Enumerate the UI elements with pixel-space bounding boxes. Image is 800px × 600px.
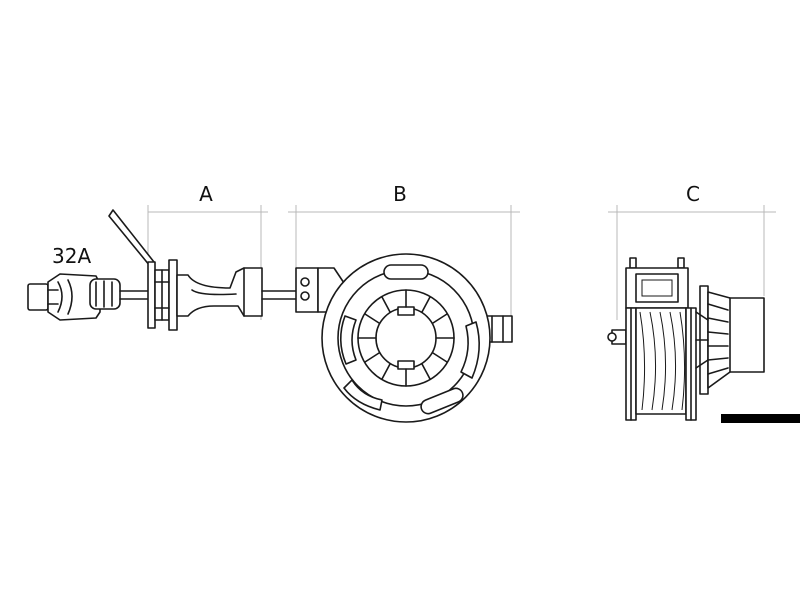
dimension-a-label: A bbox=[199, 182, 213, 206]
dimension-b-label: B bbox=[393, 182, 407, 206]
plug-rating-label: 32A bbox=[52, 244, 91, 268]
scale-bar bbox=[721, 414, 800, 423]
reel-front-view bbox=[321, 253, 491, 423]
reel-side-view bbox=[607, 257, 765, 421]
dimension-c bbox=[608, 205, 776, 320]
plug-connector bbox=[27, 273, 121, 321]
dimension-c-label: C bbox=[686, 182, 700, 206]
dimension-b bbox=[288, 205, 520, 318]
socket-assembly bbox=[147, 259, 297, 331]
cable bbox=[119, 290, 151, 300]
socket-flap-lid bbox=[108, 209, 155, 267]
